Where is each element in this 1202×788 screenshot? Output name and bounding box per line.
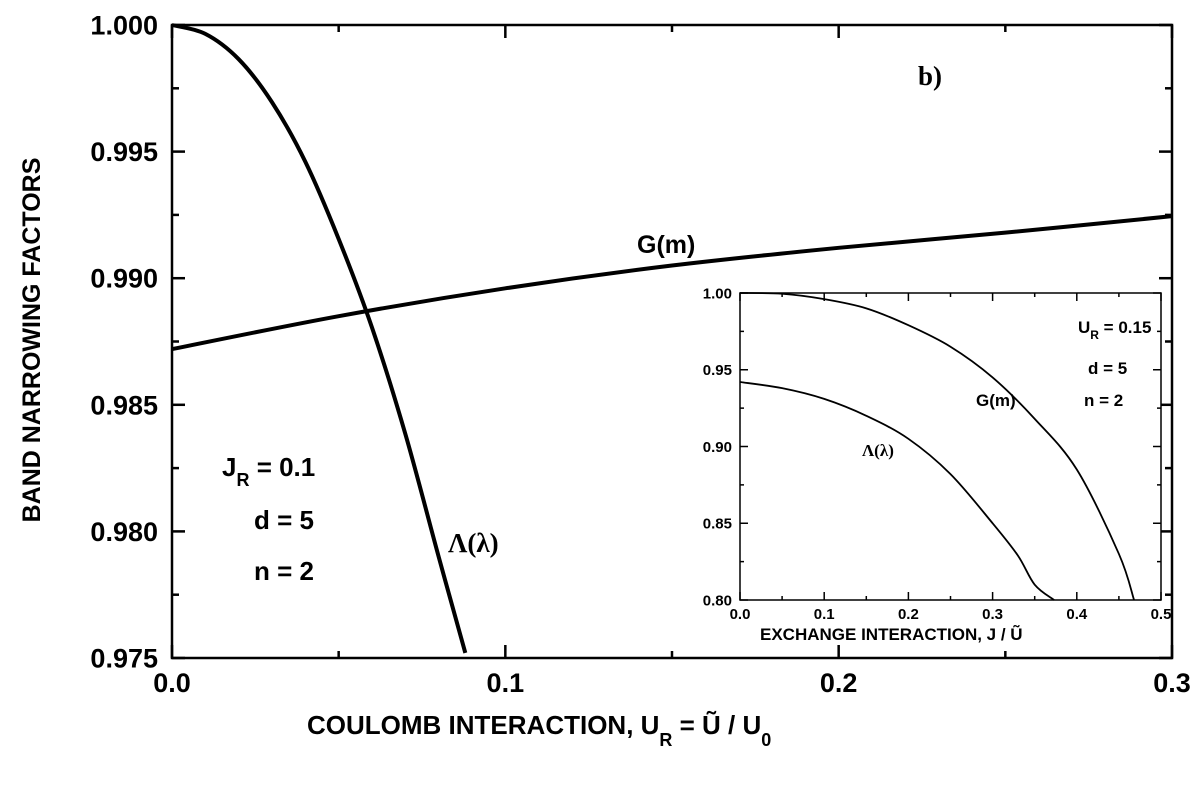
main-ticks: 0.0 0.1 0.2 0.3 0.975 0.980 0.985 0.990 0.995 1.0… <box>90 10 1190 698</box>
inset-plot-frame <box>739 292 1162 601</box>
main-series <box>171 23 1173 654</box>
x-tick-label: 0.1 <box>487 668 525 698</box>
main-annotation-n: n = 2 <box>254 556 314 586</box>
x-tick-label: 0.5 <box>1151 606 1172 623</box>
x-tick-label: 0.0 <box>730 606 751 623</box>
inset-annotation-ur-sub: R <box>1090 328 1099 342</box>
panel-label-paren: ) <box>933 61 942 91</box>
inset-x-axis-title: EXCHANGE INTERACTION, J / Ũ <box>760 624 1023 644</box>
inset-annotation-ur-main: U <box>1078 318 1090 337</box>
y-tick-label: 0.980 <box>90 517 158 547</box>
main-x-axis-title-sub2: 0 <box>761 730 771 750</box>
series-line-gm <box>171 214 1173 352</box>
y-tick-label: 0.985 <box>90 390 158 420</box>
inset-ticks: 0.0 0.1 0.2 0.3 0.4 0.5 0.80 0.85 0.90 0.95 1.00 <box>703 285 1172 623</box>
x-tick-label: 0.3 <box>982 606 1003 623</box>
main-annotation-jr: JR = 0.1 <box>222 452 315 490</box>
y-tick-label: 0.990 <box>90 264 158 294</box>
main-series-label-lambda: Λ(λ) <box>448 528 499 558</box>
main-series-label-gm: G(m) <box>637 231 695 259</box>
y-tick-label: 0.80 <box>703 592 732 609</box>
y-tick-label: 1.00 <box>703 285 732 302</box>
main-y-axis-title: BAND NARROWING FACTORS <box>18 158 46 523</box>
series-line-lambda <box>171 23 468 654</box>
inset-plot: 0.0 0.1 0.2 0.3 0.4 0.5 0.80 0.85 0.90 0.95 1.00 E… <box>703 285 1172 644</box>
main-x-axis-title-sub1: R <box>659 730 672 750</box>
panel-label: b) <box>918 61 942 91</box>
x-tick-label: 0.1 <box>814 606 835 623</box>
main-x-axis-title-middle: = Ũ / U <box>672 710 761 740</box>
main-plot: 0.0 0.1 0.2 0.3 0.975 0.980 0.985 0.990 0.995 1.0… <box>18 10 1191 750</box>
panel-label-letter: b <box>918 61 933 91</box>
main-x-axis-title: COULOMB INTERACTION, UR = Ũ / U0 <box>307 710 771 750</box>
inset-annotation-ur-rest: = 0.15 <box>1099 318 1151 337</box>
x-tick-label: 0.2 <box>820 668 858 698</box>
y-tick-label: 0.95 <box>703 362 732 379</box>
x-tick-label: 0.2 <box>898 606 919 623</box>
y-tick-label: 0.85 <box>703 516 732 533</box>
main-x-axis-title-prefix: COULOMB INTERACTION, U <box>307 710 659 740</box>
main-annotation-jr-rest: = 0.1 <box>249 452 315 482</box>
y-tick-label: 0.995 <box>90 137 158 167</box>
inset-annotation-d: d = 5 <box>1088 359 1127 378</box>
y-tick-label: 0.975 <box>90 643 158 673</box>
inset-annotation-ur: UR = 0.15 <box>1078 318 1151 342</box>
inset-series <box>739 292 1135 601</box>
y-tick-label: 1.000 <box>90 10 158 40</box>
main-annotation-jr-main: J <box>222 452 236 482</box>
inset-series-label-lambda: Λ(λ) <box>862 441 894 460</box>
inset-series-label-gm: G(m) <box>976 391 1016 410</box>
x-tick-label: 0.4 <box>1066 606 1088 623</box>
main-annotation-d: d = 5 <box>254 505 314 535</box>
main-annotation-jr-sub: R <box>236 470 249 490</box>
series-line-lambda <box>739 381 1055 601</box>
x-tick-label: 0.3 <box>1153 668 1191 698</box>
y-tick-label: 0.90 <box>703 439 732 456</box>
series-line-gm <box>739 292 1135 601</box>
inset-annotation-n: n = 2 <box>1084 391 1123 410</box>
x-tick-label: 0.0 <box>153 668 191 698</box>
